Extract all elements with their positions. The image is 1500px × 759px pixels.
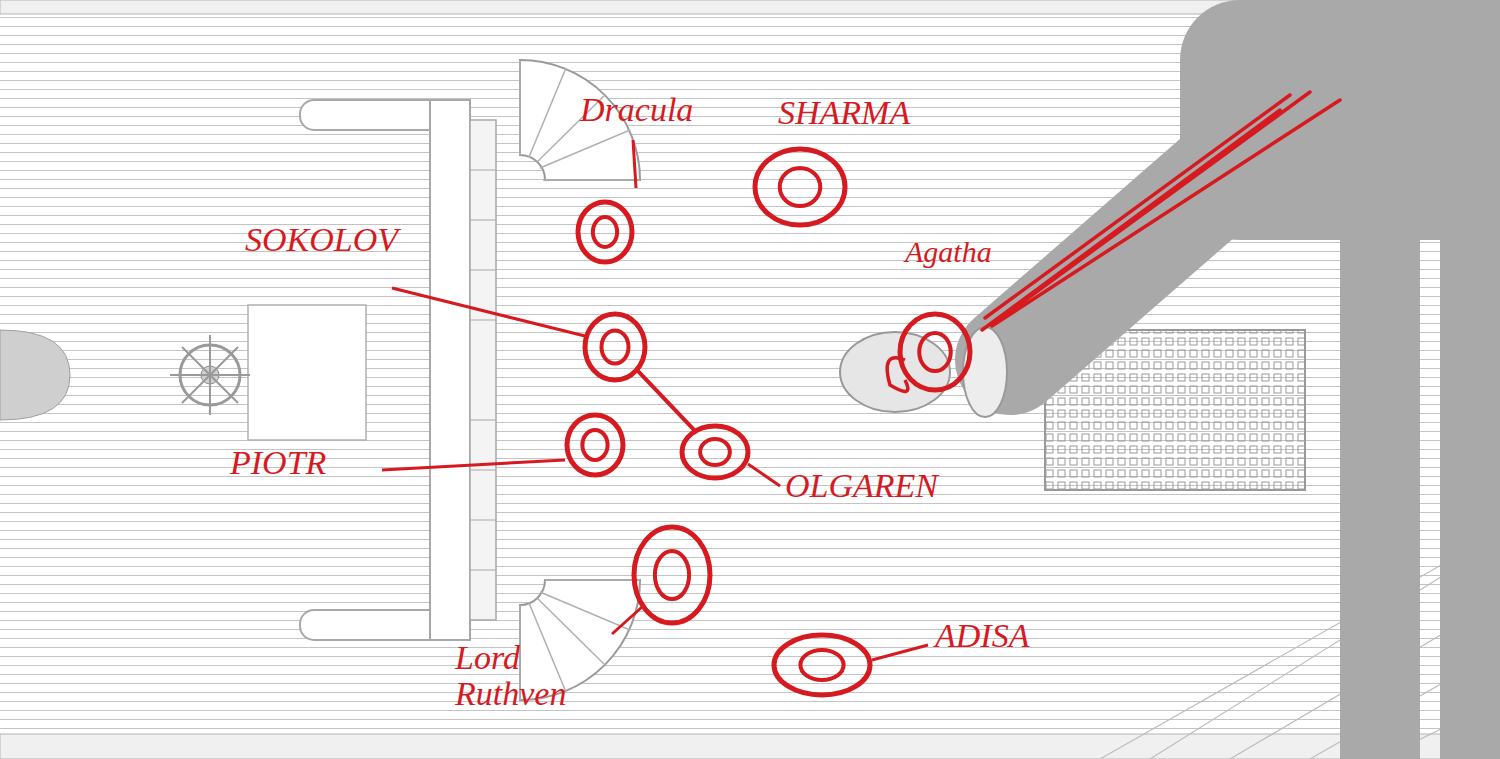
character-name: SHARMA <box>778 95 910 131</box>
outer-ring <box>585 314 645 380</box>
marker-ring <box>751 145 849 229</box>
character-name: Lord Ruthven <box>455 640 605 711</box>
character-name: SOKOLOV <box>245 222 398 258</box>
marker-ring <box>896 310 974 394</box>
leader-line <box>872 645 928 660</box>
position-marker: Agatha <box>896 310 974 394</box>
leader-line <box>612 607 642 634</box>
binnacle <box>248 305 366 440</box>
position-marker: ADISA <box>770 631 874 699</box>
outer-ring <box>567 415 623 475</box>
mast-pillar <box>1340 220 1420 759</box>
inner-ring <box>700 439 730 465</box>
inner-ring <box>602 331 629 364</box>
position-marker: SHARMA <box>751 145 849 229</box>
leader-line <box>633 140 636 188</box>
outer-ring <box>755 149 845 225</box>
marker-ring <box>630 523 714 627</box>
outer-ring <box>634 527 710 623</box>
outer-ring <box>578 202 632 262</box>
link-line <box>639 372 693 429</box>
character-name: PIOTR <box>230 445 326 481</box>
rail-posts <box>470 120 496 620</box>
inner-ring <box>655 551 689 599</box>
marker-ring <box>678 422 752 482</box>
inner-ring <box>582 430 607 460</box>
inner-ring <box>919 333 951 371</box>
mast-shadow <box>1440 0 1500 759</box>
rail-post <box>470 320 496 321</box>
marker-ring <box>770 631 874 699</box>
position-marker: Dracula <box>574 198 636 266</box>
marker-ring <box>574 198 636 266</box>
rail-post <box>470 220 496 221</box>
position-marker: OLGAREN <box>678 422 752 482</box>
rail-post <box>470 470 496 471</box>
position-marker: Lord Ruthven <box>630 523 714 627</box>
position-marker: PIOTR <box>563 411 627 479</box>
outer-ring <box>682 426 748 478</box>
inner-ring <box>780 168 821 206</box>
rail-post <box>470 170 496 171</box>
character-name: Agatha <box>905 236 992 268</box>
rail-post <box>470 520 496 521</box>
outer-ring <box>774 635 870 695</box>
stern-post <box>0 330 70 420</box>
bottom-rail <box>0 734 1500 759</box>
leader-line <box>382 460 565 470</box>
rail-post <box>470 420 496 421</box>
inner-ring <box>593 217 617 247</box>
character-name: ADISA <box>935 618 1029 654</box>
quarterdeck-rail <box>430 100 470 640</box>
rail-post <box>470 570 496 571</box>
marker-ring <box>563 411 627 479</box>
marker-ring <box>581 310 649 384</box>
inner-ring <box>800 650 843 680</box>
position-marker: SOKOLOV <box>581 310 649 384</box>
rail-post <box>470 270 496 271</box>
leader-line <box>392 288 585 336</box>
character-name: Dracula <box>580 92 693 128</box>
red-scribble <box>982 92 1340 330</box>
mast-base <box>840 332 950 412</box>
ship-wheel-spokes <box>170 335 250 415</box>
outer-ring <box>900 314 970 390</box>
character-name: OLGAREN <box>785 468 938 504</box>
leader-line <box>748 464 780 486</box>
